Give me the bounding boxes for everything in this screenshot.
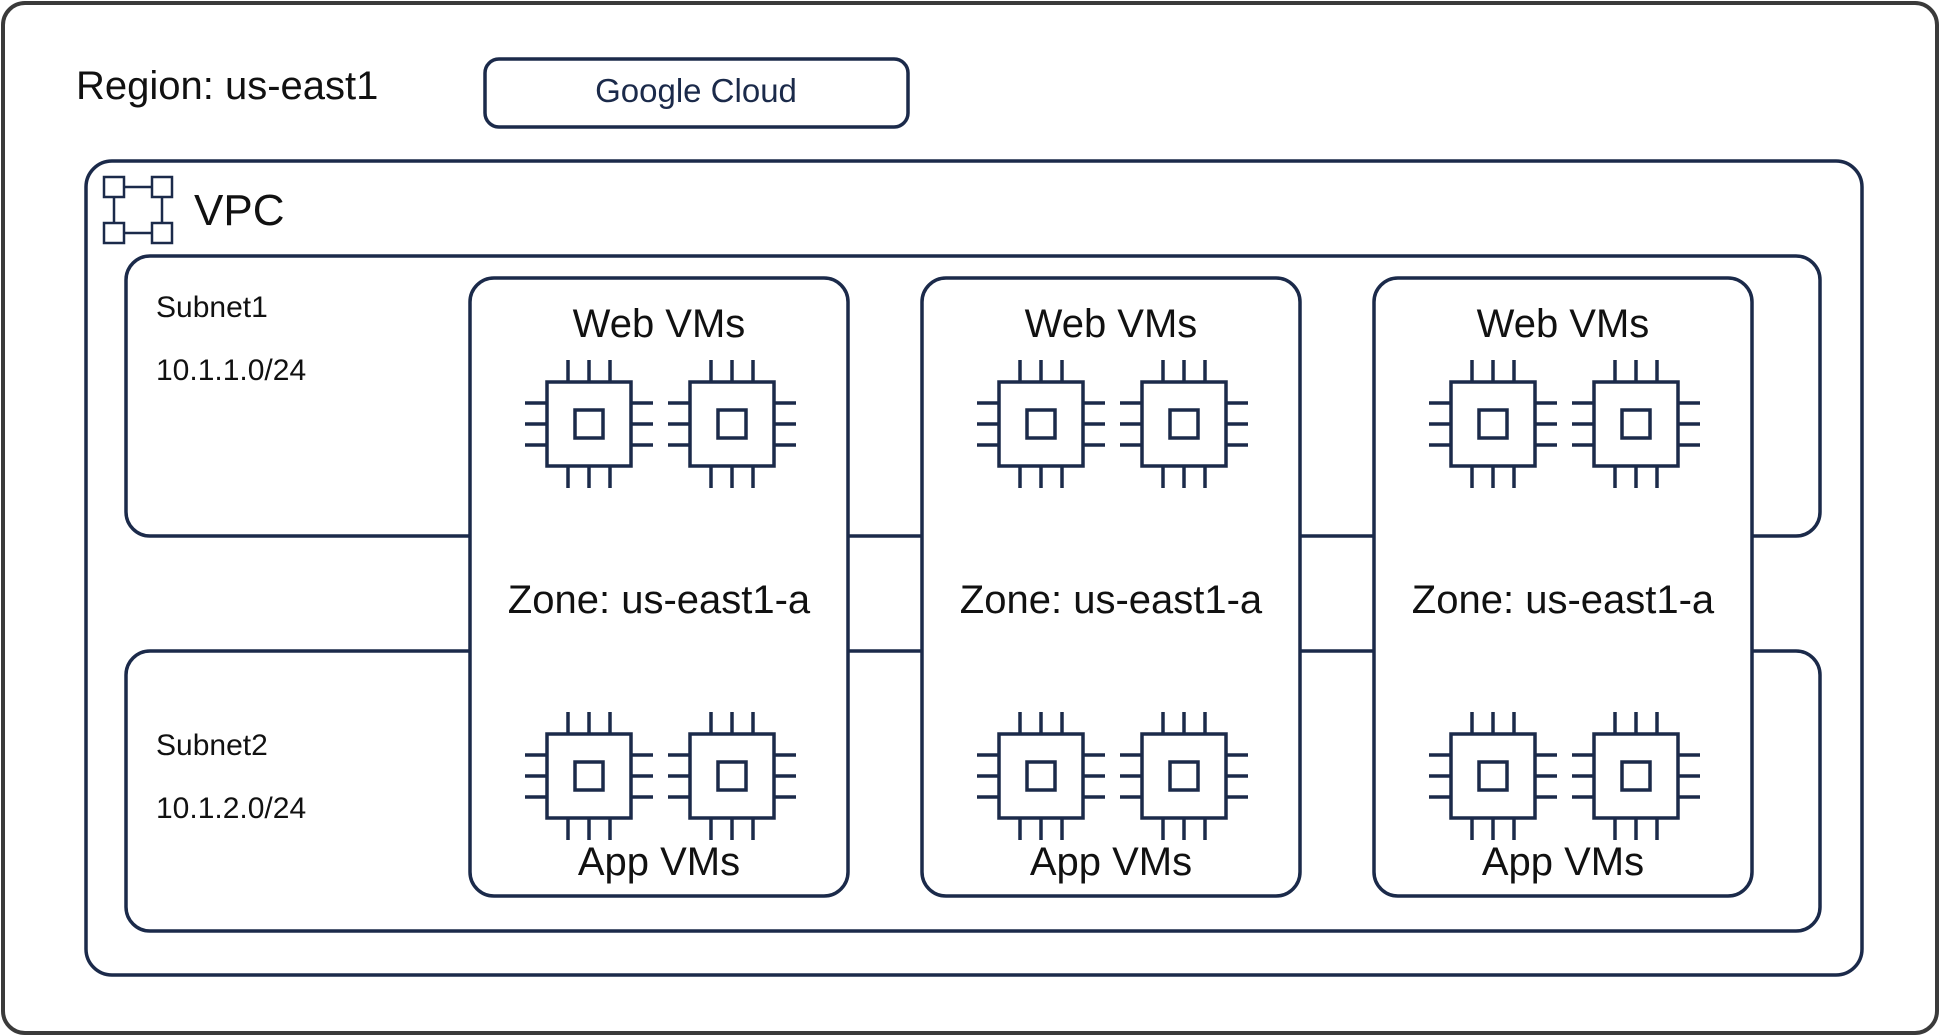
subnet1-cidr: 10.1.1.0/24: [156, 354, 306, 387]
cpu-chip-icon: [1120, 360, 1248, 488]
subnet1-name: Subnet1: [156, 291, 268, 324]
region-label: Region: us-east1: [76, 64, 378, 108]
web-vms-label: Web VMs: [573, 302, 746, 346]
cpu-chip-icon: [525, 712, 653, 840]
zone-label: Zone: us-east1-a: [508, 578, 811, 622]
subnet2-name: Subnet2: [156, 729, 268, 762]
cpu-chip-icon: [1572, 712, 1700, 840]
cpu-chip-icon: [977, 712, 1105, 840]
provider-badge: Google Cloud: [483, 57, 910, 129]
cpu-chip-icon: [668, 360, 796, 488]
app-vms-label: App VMs: [578, 840, 740, 884]
web-vms-label: Web VMs: [1477, 302, 1650, 346]
vpc-label: VPC: [194, 186, 284, 235]
app-vms-label: App VMs: [1482, 840, 1644, 884]
app-vms-label: App VMs: [1030, 840, 1192, 884]
provider-label: Google Cloud: [595, 72, 797, 109]
network-topology-icon: [102, 175, 174, 245]
cpu-chip-icon: [977, 360, 1105, 488]
web-vms-label: Web VMs: [1025, 302, 1198, 346]
cpu-chip-icon: [1120, 712, 1248, 840]
cpu-chip-icon: [1429, 712, 1557, 840]
subnet2-cidr: 10.1.2.0/24: [156, 792, 306, 825]
cpu-chip-icon: [668, 712, 796, 840]
cpu-chip-icon: [1429, 360, 1557, 488]
cpu-chip-icon: [525, 360, 653, 488]
cpu-chip-icon: [1572, 360, 1700, 488]
zone-label: Zone: us-east1-a: [960, 578, 1263, 622]
zone-label: Zone: us-east1-a: [1412, 578, 1715, 622]
